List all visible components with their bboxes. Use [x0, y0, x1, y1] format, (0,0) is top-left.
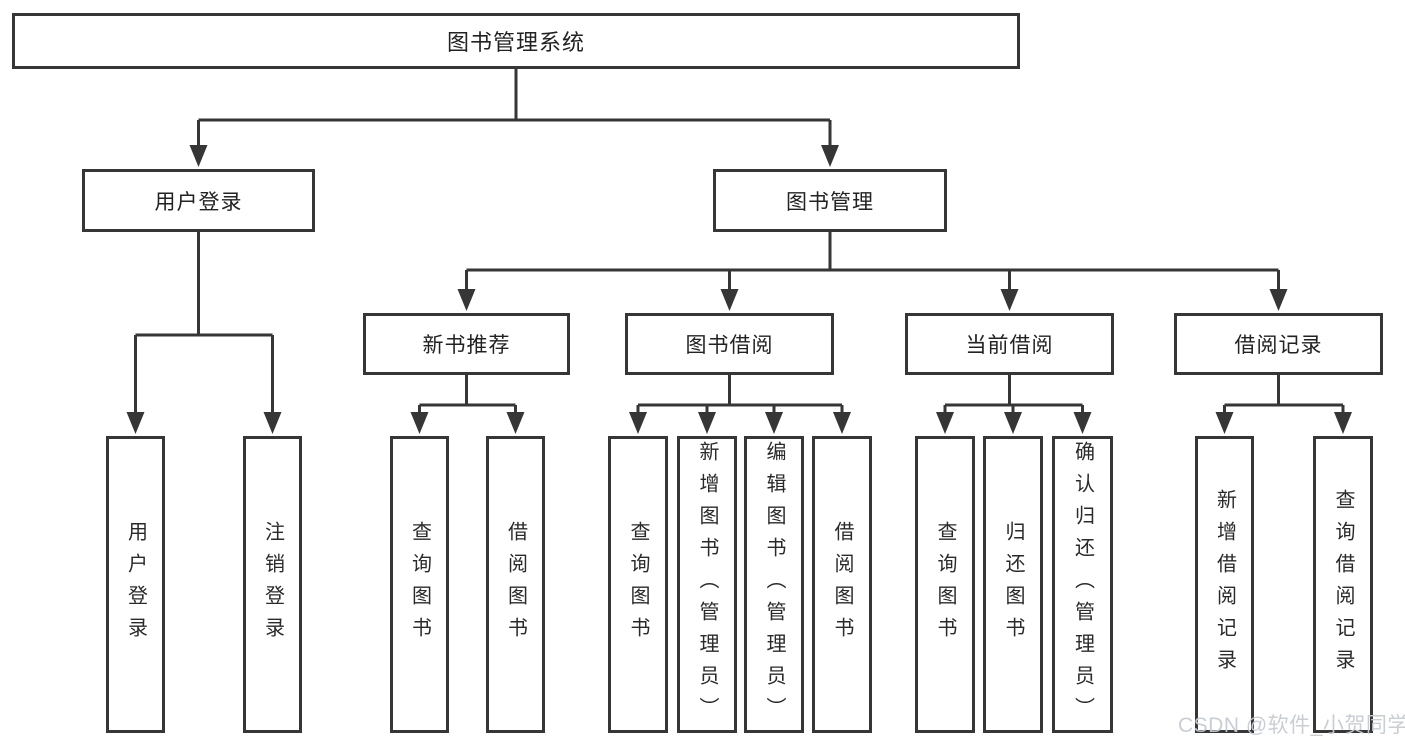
leaf-label: 查询图书 [408, 520, 431, 649]
leaf-borrow-query-books: 查询图书 [608, 436, 668, 733]
leaf-add-borrow-record: 新增借阅记录 [1195, 436, 1254, 733]
leaf-label: 借阅图书 [831, 520, 853, 649]
node-current-borrow: 当前借阅 [905, 313, 1114, 375]
leaf-label: 确认归还（管理员） [1071, 440, 1094, 729]
leaf-add-books-admin: 新增图书（管理员） [677, 436, 737, 733]
leaf-label: 注销登录 [261, 520, 284, 649]
leaf-confirm-return-admin: 确认归还（管理员） [1052, 436, 1113, 733]
leaf-query-borrow-record: 查询借阅记录 [1313, 436, 1373, 733]
leaf-label: 归还图书 [1002, 520, 1024, 649]
node-book-borrow: 图书借阅 [625, 313, 834, 375]
leaf-current-query-books: 查询图书 [915, 436, 975, 733]
leaf-logout: 注销登录 [243, 436, 302, 733]
node-book-management: 图书管理 [713, 169, 947, 232]
leaf-recommend-borrow-books: 借阅图书 [486, 436, 545, 733]
leaf-label: 借阅图书 [504, 520, 527, 649]
leaf-label: 新增借阅记录 [1213, 488, 1236, 681]
node-borrow-records: 借阅记录 [1174, 313, 1383, 375]
leaf-return-books: 归还图书 [983, 436, 1043, 733]
arrowheads [126, 145, 1352, 434]
node-user-login: 用户登录 [82, 169, 315, 232]
leaf-label: 编辑图书（管理员） [763, 440, 785, 729]
leaf-label: 新增图书（管理员） [696, 440, 718, 729]
leaf-label: 查询借阅记录 [1332, 488, 1354, 681]
leaf-edit-books-admin: 编辑图书（管理员） [744, 436, 804, 733]
leaf-recommend-query-books: 查询图书 [390, 436, 449, 733]
leaf-user-login: 用户登录 [106, 436, 165, 733]
leaf-label: 查询图书 [627, 520, 649, 649]
leaf-label: 用户登录 [124, 520, 147, 649]
leaf-label: 查询图书 [934, 520, 956, 649]
node-root-system: 图书管理系统 [12, 13, 1020, 69]
node-new-book-recommend: 新书推荐 [363, 313, 570, 375]
csdn-watermark: CSDN @软件_小贺同学 [1178, 714, 1405, 737]
leaf-borrow-books: 借阅图书 [812, 436, 872, 733]
